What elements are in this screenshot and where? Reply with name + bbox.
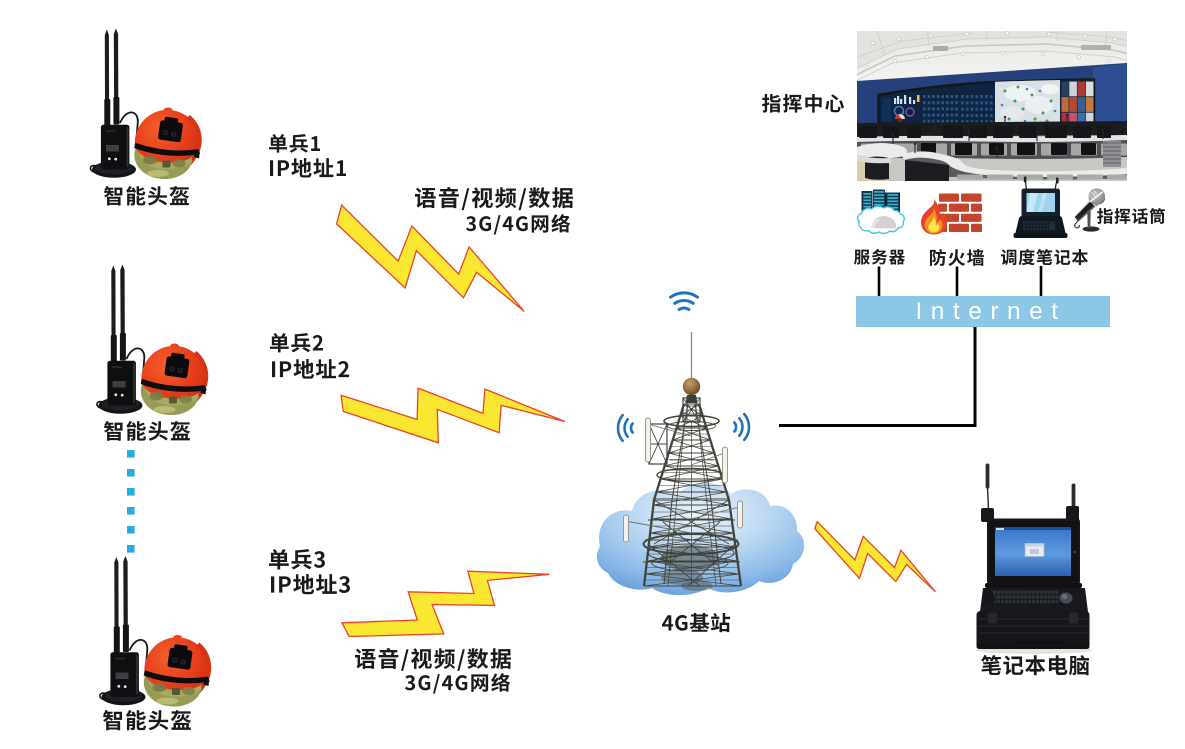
svg-text:Internet: Internet (915, 298, 1066, 325)
